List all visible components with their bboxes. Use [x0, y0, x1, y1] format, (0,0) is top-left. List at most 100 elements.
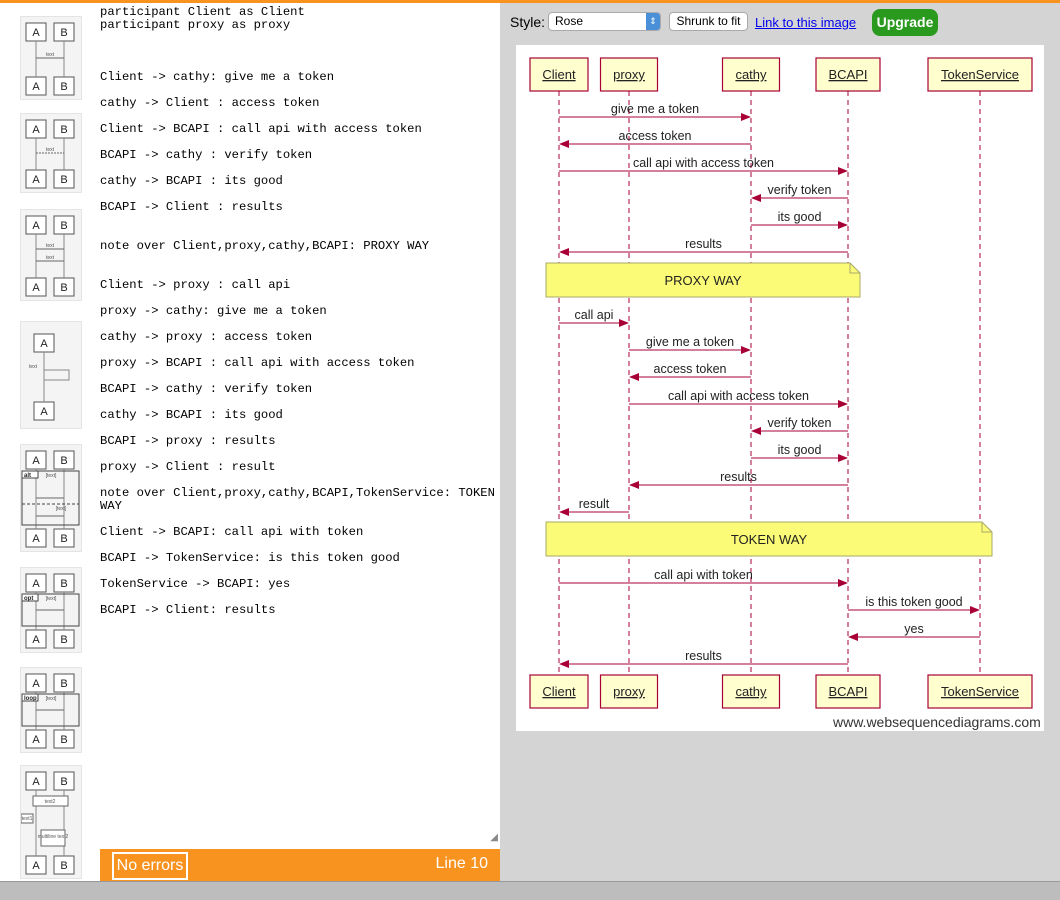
participant-letter: A	[32, 533, 40, 545]
line-indicator: Line 10	[435, 855, 489, 872]
code-line: Client -> cathy: give me a token	[100, 70, 335, 84]
arrowhead-icon	[559, 660, 569, 668]
message-label: give me a token	[611, 102, 699, 116]
code-line: Client -> BCAPI : call api with access t…	[100, 122, 422, 136]
arrowhead-icon	[848, 633, 858, 641]
code-line: proxy -> BCAPI : call api with access to…	[100, 356, 415, 370]
message-label: call api with access token	[668, 389, 809, 403]
snippet-text: [text]	[56, 506, 67, 512]
participant-label-bottom: cathy	[735, 684, 767, 699]
participant-letter: A	[32, 578, 40, 590]
participant-letter: A	[32, 860, 40, 872]
snippet-text: [text]	[46, 473, 57, 479]
arrowhead-icon	[559, 508, 569, 516]
snippet-text: multiline text2	[38, 834, 69, 840]
arrowhead-icon	[741, 346, 751, 354]
code-line: participant proxy as proxy	[100, 18, 291, 32]
watermark: www.websequencediagrams.com	[833, 714, 1041, 730]
code-line: Client -> proxy : call api	[100, 278, 291, 292]
participant-box	[927, 57, 1033, 92]
participant-label-top: cathy	[735, 67, 767, 82]
message-label: is this token good	[865, 595, 962, 609]
message-label: verify token	[768, 183, 832, 197]
participant-letter: B	[60, 776, 67, 788]
participant-box	[721, 57, 781, 92]
participant-label-bottom: TokenService	[941, 684, 1019, 699]
participant-letter: B	[60, 27, 67, 39]
message-label: access token	[654, 362, 727, 376]
style-select-value: Rose	[555, 14, 584, 28]
upgrade-button[interactable]: Upgrade	[872, 9, 938, 36]
arrowhead-icon	[629, 481, 639, 489]
resize-handle-icon[interactable]: ◢	[490, 833, 498, 844]
participant-box	[599, 674, 659, 709]
sequence-diagram-canvas: ClientClientproxyproxycathycathyBCAPIBCA…	[529, 57, 1033, 709]
arrowhead-icon	[619, 319, 629, 327]
message-label: result	[579, 497, 610, 511]
participant-letter: B	[60, 533, 67, 545]
arrowhead-icon	[838, 400, 848, 408]
code-line: BCAPI -> cathy : verify token	[100, 382, 313, 396]
note-box	[545, 262, 861, 298]
participant-letter: A	[32, 81, 40, 93]
participant-letter: B	[60, 578, 67, 590]
snippet-keyword: loop	[24, 696, 37, 702]
code-line: note over Client,proxy,cathy,BCAPI: PROX…	[100, 239, 430, 253]
note-box	[545, 521, 993, 557]
snippet-text: text2	[45, 799, 56, 805]
message-label: call api with access token	[633, 156, 774, 170]
message-label: verify token	[768, 416, 832, 430]
top-accent-bar	[0, 0, 1060, 3]
snippet-text: text1	[22, 816, 33, 822]
snippet-text: text	[29, 364, 38, 370]
arrowhead-icon	[751, 194, 761, 202]
code-line: proxy -> Client : result	[100, 460, 276, 474]
participant-label-top: Client	[542, 67, 576, 82]
participant-letter: B	[60, 455, 67, 467]
participant-box	[927, 674, 1033, 709]
arrowhead-icon	[838, 167, 848, 175]
link-to-image[interactable]: Link to this image	[755, 15, 857, 30]
participant-letter: A	[32, 776, 40, 788]
shrunk-to-fit-button[interactable]: Shrunk to fit	[669, 12, 748, 31]
note-label: PROXY WAY	[664, 273, 741, 288]
participant-box	[599, 57, 659, 92]
message-label: give me a token	[646, 335, 734, 349]
message-label: results	[685, 649, 722, 663]
participant-label-top: proxy	[613, 67, 645, 82]
error-status: No errors	[112, 852, 188, 880]
participant-label-top: TokenService	[941, 67, 1019, 82]
participant-letter: B	[60, 860, 67, 872]
code-line: BCAPI -> cathy : verify token	[100, 148, 313, 162]
participant-letter: A	[32, 678, 40, 690]
participant-letter: B	[60, 174, 67, 186]
participant-letter: A	[32, 124, 40, 136]
code-line: BCAPI -> Client : results	[100, 200, 283, 214]
participant-letter: B	[60, 282, 67, 294]
snippet-text: text	[46, 243, 55, 249]
participant-label-bottom: Client	[542, 684, 576, 699]
code-line: cathy -> BCAPI : its good	[100, 174, 283, 188]
arrowhead-icon	[838, 221, 848, 229]
arrowhead-icon	[838, 579, 848, 587]
style-select[interactable]: Rose ⇕	[548, 12, 661, 31]
arrowhead-icon	[559, 140, 569, 148]
participant-letter: B	[60, 734, 67, 746]
participant-letter: B	[60, 81, 67, 93]
note-fold	[849, 263, 860, 274]
participant-box	[815, 57, 881, 92]
arrowhead-icon	[629, 373, 639, 381]
message-label: results	[685, 237, 722, 251]
snippet-keyword: opt	[24, 596, 33, 602]
